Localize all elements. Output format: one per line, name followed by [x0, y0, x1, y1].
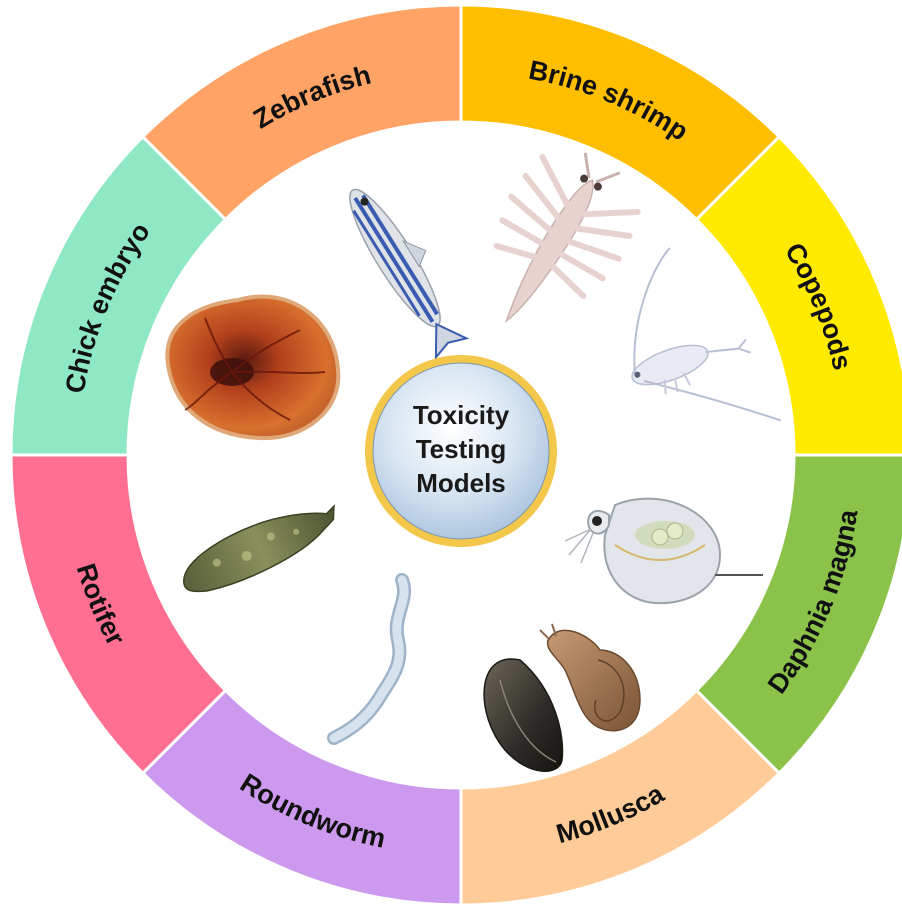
center-badge: Toxicity Testing Models [365, 355, 557, 547]
center-title-line-3: Models [416, 468, 506, 498]
center-title-line-2: Testing [416, 434, 507, 464]
center-title-line-1: Toxicity [413, 400, 510, 430]
